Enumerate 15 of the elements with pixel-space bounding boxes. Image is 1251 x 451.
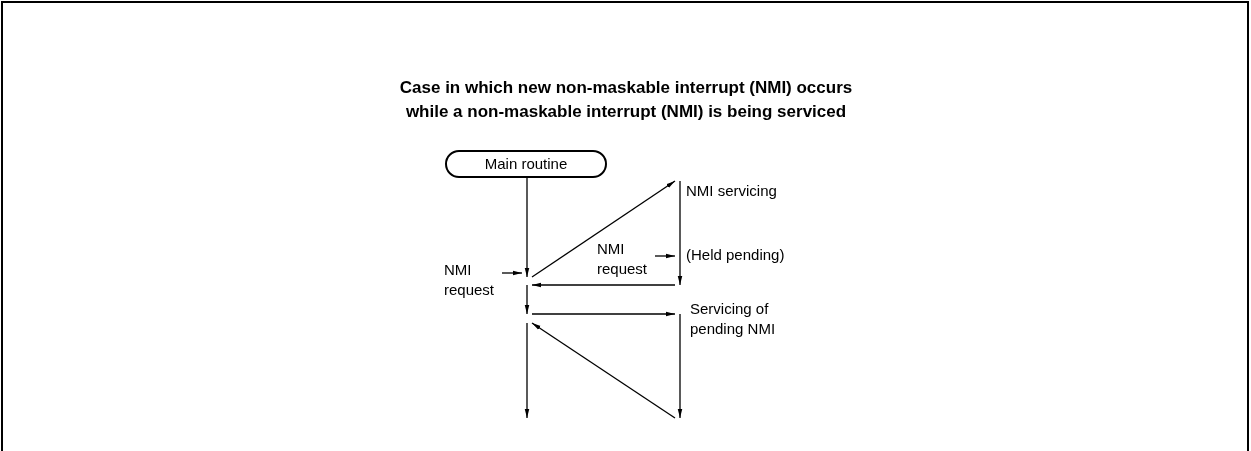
timing-label: Servicing of pending NMI <box>690 299 800 339</box>
timeline <box>675 180 685 420</box>
diagram-title: Case in which new non-maskable interrupt (NMI) occurs while a non-maskable interrupt (NMI) is being serviced <box>398 77 854 123</box>
arrow <box>531 180 676 278</box>
arrow <box>654 253 676 259</box>
arrow <box>501 270 523 276</box>
arrow <box>531 282 676 288</box>
timing-label: (Held pending) <box>686 245 785 265</box>
timing-label: NMI request <box>597 239 655 279</box>
arrow <box>531 322 676 419</box>
arrow <box>531 311 676 317</box>
timing-label: NMI servicing <box>686 181 777 201</box>
timeline <box>522 178 532 420</box>
terminal-box: Main routine <box>445 150 607 178</box>
timing-label: NMI request <box>444 260 502 300</box>
